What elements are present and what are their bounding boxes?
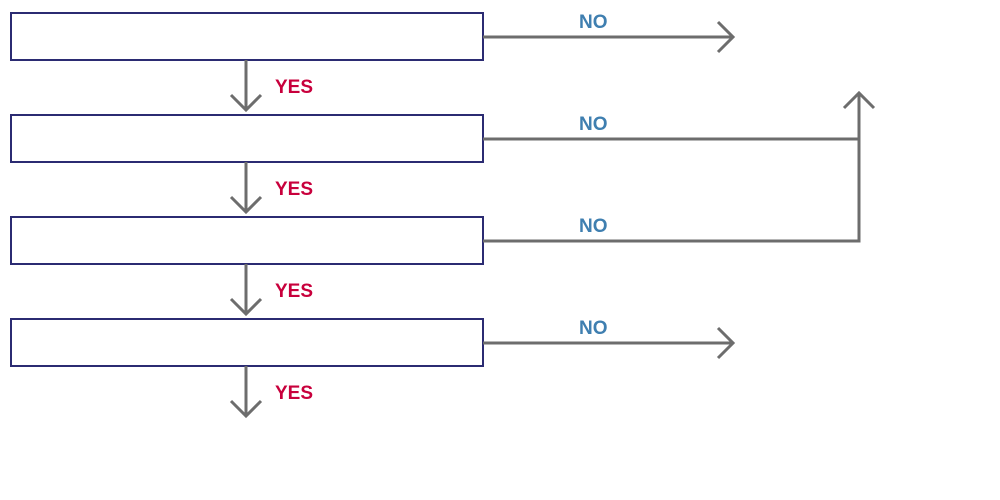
no-label-2: NO	[579, 114, 608, 135]
no-connector-3	[483, 90, 876, 243]
yes-arrow-2	[229, 162, 263, 215]
decision-box-3	[10, 216, 484, 265]
no-label-3: NO	[579, 216, 608, 237]
no-label-4: NO	[579, 318, 608, 339]
no-arrow-4	[483, 326, 736, 360]
yes-label-2: YES	[275, 179, 313, 200]
yes-arrow-3	[229, 264, 263, 317]
yes-label-3: YES	[275, 281, 313, 302]
decision-box-1	[10, 12, 484, 61]
yes-label-4: YES	[275, 383, 313, 404]
no-arrow-1	[483, 20, 736, 54]
decision-box-4	[10, 318, 484, 367]
yes-arrow-1	[229, 60, 263, 113]
no-label-1: NO	[579, 12, 608, 33]
yes-arrow-4	[229, 366, 263, 419]
decision-box-2	[10, 114, 484, 163]
yes-label-1: YES	[275, 77, 313, 98]
